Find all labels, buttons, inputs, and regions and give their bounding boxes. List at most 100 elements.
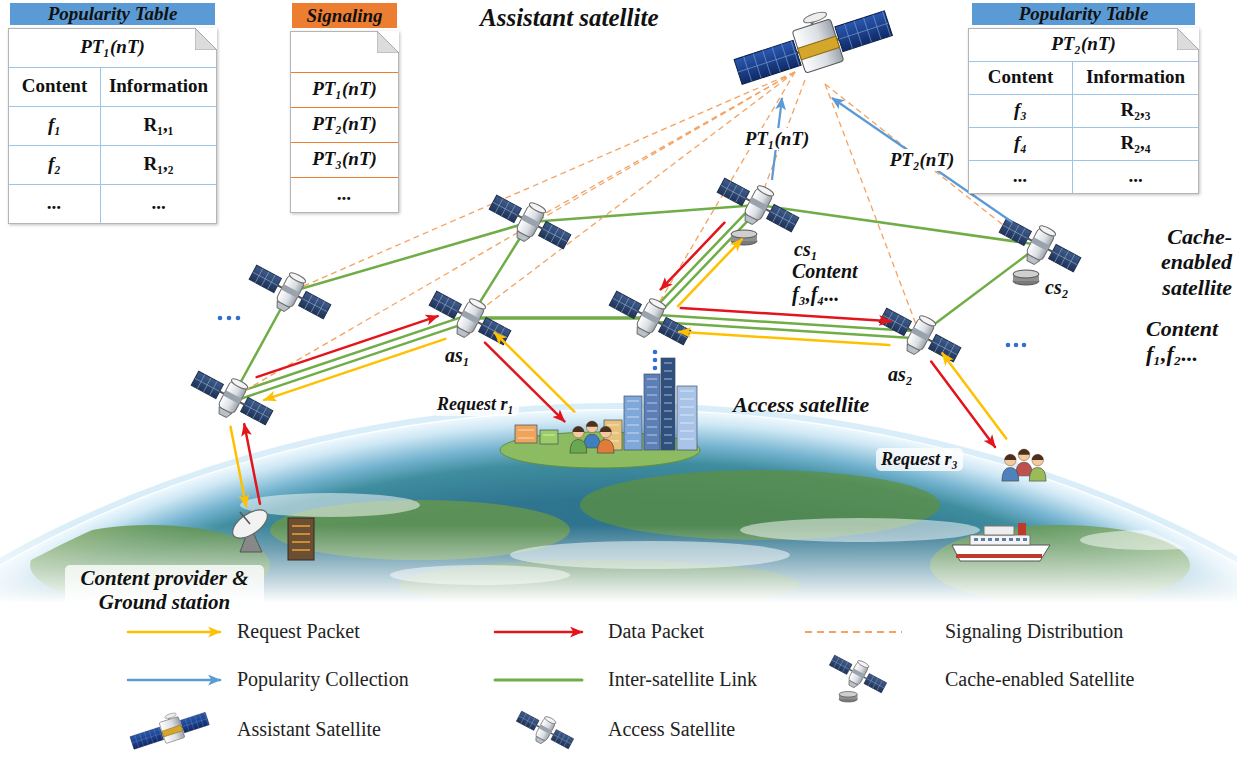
legend-sample — [128, 679, 220, 682]
legend-label: Inter-satellite Link — [608, 668, 757, 691]
legend-label: Signaling Distribution — [945, 620, 1123, 643]
disk-top — [839, 692, 857, 698]
panel-grid — [932, 342, 957, 355]
inter-satellite-link — [231, 315, 469, 395]
building-window — [680, 391, 694, 392]
bus-top — [857, 659, 870, 669]
antenna-dish — [802, 10, 827, 25]
table-cell: PT₃(nT) — [291, 143, 398, 177]
legend-sample — [495, 679, 582, 682]
server-slot — [292, 549, 310, 551]
table-cell: f₄ — [969, 128, 1072, 160]
panel-grid — [253, 272, 278, 285]
user-body — [597, 439, 614, 453]
page-fold — [195, 28, 217, 50]
ellipsis-dot — [1006, 343, 1011, 348]
building-window — [518, 438, 534, 439]
antenna — [514, 231, 529, 243]
satellite-body — [874, 299, 966, 373]
building-window — [664, 419, 672, 420]
fold-cut — [195, 28, 217, 50]
antenna-dish — [164, 712, 177, 720]
table-row: ...... — [969, 160, 1198, 193]
building-window — [627, 409, 639, 410]
panel-grid — [867, 679, 884, 688]
table-row: ...... — [9, 184, 216, 223]
satellite-label: as₂ — [888, 363, 913, 386]
building-window — [664, 379, 672, 380]
ship-window — [1002, 538, 1006, 541]
building-window — [627, 433, 639, 434]
building-window — [664, 387, 672, 388]
ellipsis-dot — [236, 316, 241, 321]
ship-bridge — [984, 526, 1014, 535]
solar-panel — [429, 291, 461, 318]
edge-label: PT₁(nT) — [743, 128, 812, 150]
building-window — [664, 427, 672, 428]
request-label: Request r₁ — [432, 393, 519, 416]
solar-panel — [717, 178, 749, 205]
table-node: Popularity TablePT₂(nT)ContentInformatio… — [968, 3, 1199, 194]
ship-window — [988, 538, 992, 541]
building-window — [664, 371, 672, 372]
ship-window — [995, 538, 999, 541]
satellite-body — [127, 703, 210, 753]
building-window — [680, 415, 694, 416]
page-fold — [377, 31, 399, 53]
bus-top — [288, 271, 307, 285]
building-window — [664, 395, 672, 396]
bus-band — [641, 310, 660, 324]
building-window — [543, 435, 555, 436]
ellipsis-dot — [653, 358, 658, 363]
ship-hull — [952, 545, 1050, 561]
satellite-label: cs₁ — [794, 238, 818, 261]
bus-top — [648, 297, 667, 311]
ellipsis-dot — [653, 350, 658, 355]
table-node: SignalingPT₁(nT)PT₂(nT)PT₃(nT)... — [290, 3, 399, 213]
legend-sample — [805, 631, 902, 633]
legend-label: Popularity Collection — [237, 668, 409, 691]
assistant-satellite — [728, 0, 895, 93]
user-hair — [1005, 454, 1017, 460]
panel-grid — [554, 735, 571, 744]
panel-grid — [1052, 252, 1077, 265]
ellipsis-dot — [1014, 343, 1019, 348]
building-window — [647, 427, 657, 428]
building-window — [647, 435, 657, 436]
table-row: f₄R₂,₄ — [969, 127, 1198, 160]
table-cell: R₂,₄ — [1072, 128, 1198, 160]
fold-cut — [377, 31, 399, 53]
dish — [228, 504, 272, 543]
building-window — [647, 411, 657, 412]
assistant-satellite — [127, 703, 210, 753]
user-head — [1018, 449, 1030, 461]
table-cell: f₃ — [969, 95, 1072, 127]
solar-panel — [479, 318, 511, 345]
request-label: Request r₃ — [876, 448, 963, 471]
table-cell: f₂ — [9, 146, 100, 184]
satellite-body — [728, 0, 895, 93]
ellipsis-dot — [653, 366, 658, 371]
user-head — [573, 426, 585, 438]
bus-top — [1038, 224, 1057, 238]
fold-flap — [1177, 28, 1199, 50]
bus-band — [281, 284, 300, 298]
solar-panel — [241, 398, 273, 425]
legend-label: Cache-enabled Satellite — [945, 668, 1134, 691]
antenna — [634, 327, 649, 339]
building-window — [627, 441, 639, 442]
building-window — [647, 403, 657, 404]
panel-grid — [770, 212, 795, 225]
ship — [952, 523, 1050, 561]
table-cell: PT₂(nT) — [291, 108, 398, 142]
satellite-type-label: Cache-enabled satellite — [1101, 224, 1232, 300]
antenna — [904, 344, 919, 356]
satellite-type-label: Access satellite — [733, 392, 869, 417]
table-cell: R₁,₂ — [100, 146, 216, 184]
table-cell: R₂,₃ — [1072, 95, 1198, 127]
earth — [0, 406, 1237, 602]
solar-panel — [130, 727, 163, 749]
panel-grid — [244, 405, 269, 418]
cache-disk — [731, 230, 757, 245]
inter-satellite-link — [233, 321, 471, 401]
